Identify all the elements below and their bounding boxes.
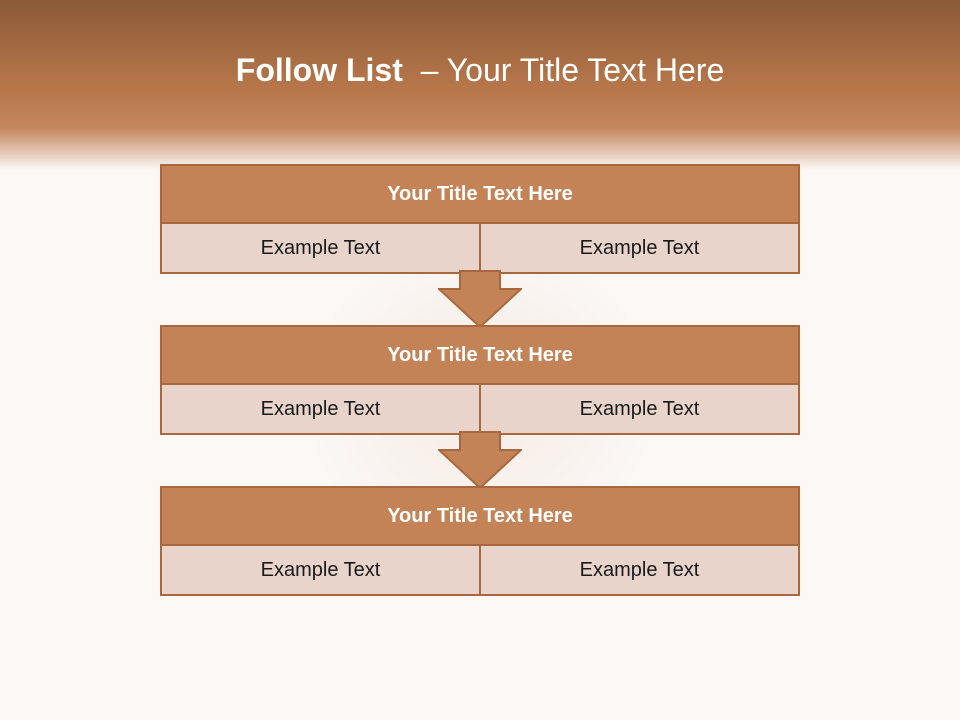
step-cell-right: Example Text [481, 385, 798, 433]
step-cell-right: Example Text [481, 546, 798, 594]
step-row: Example Text Example Text [162, 385, 798, 433]
slide-title: Follow List – Your Title Text Here [0, 52, 960, 89]
step-cell-left: Example Text [162, 385, 479, 433]
step-cell-left: Example Text [162, 546, 479, 594]
step-box-2: Your Title Text Here Example Text Exampl… [160, 325, 800, 435]
step-title: Your Title Text Here [162, 166, 798, 222]
step-box-1: Your Title Text Here Example Text Exampl… [160, 164, 800, 274]
slide-title-main: Follow List [235, 52, 403, 88]
step-title: Your Title Text Here [162, 327, 798, 383]
step-row: Example Text Example Text [162, 546, 798, 594]
slide-title-subtitle: – Your Title Text Here [402, 52, 725, 88]
step-cell-left: Example Text [162, 224, 479, 272]
step-row: Example Text Example Text [162, 224, 798, 272]
step-box-3: Your Title Text Here Example Text Exampl… [160, 486, 800, 596]
step-title: Your Title Text Here [162, 488, 798, 544]
down-arrow-icon [438, 431, 522, 489]
down-arrow-icon [438, 270, 522, 328]
step-cell-right: Example Text [481, 224, 798, 272]
